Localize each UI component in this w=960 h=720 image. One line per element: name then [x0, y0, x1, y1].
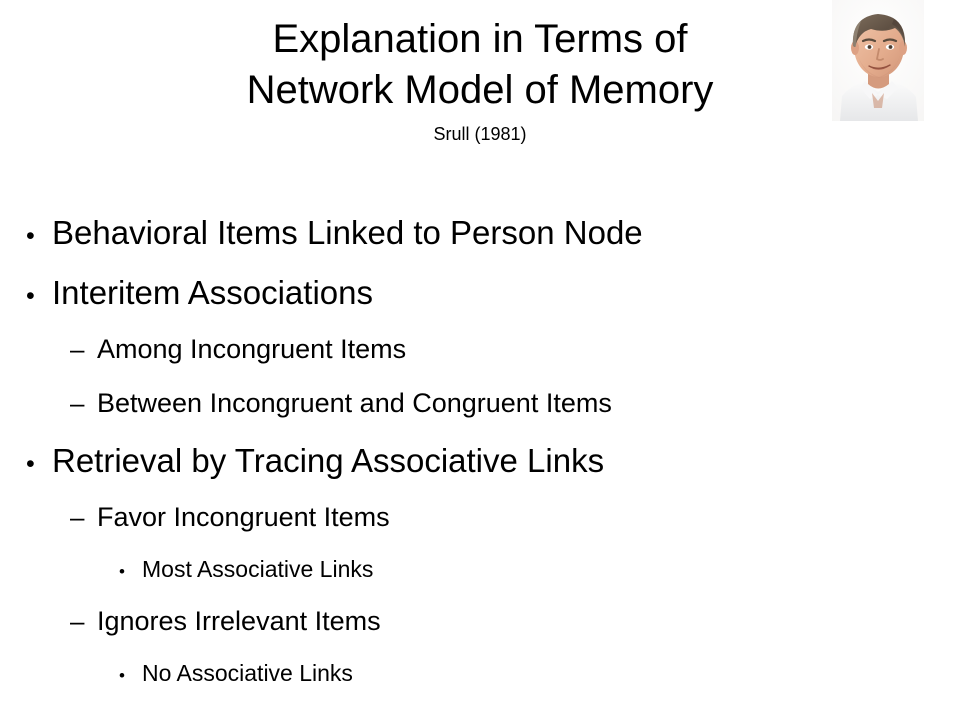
- list-item-label: Ignores Irrelevant Items: [97, 606, 381, 636]
- list-item: • Behavioral Items Linked to Person Node: [0, 213, 930, 273]
- list-item-label: Most Associative Links: [142, 556, 374, 582]
- list-item: – Among Incongruent Items: [0, 333, 930, 387]
- speaker-headshot-photo: [832, 0, 924, 121]
- disc-bullet-icon: •: [26, 282, 35, 310]
- disc-bullet-icon: •: [26, 222, 35, 250]
- list-item-label: No Associative Links: [142, 660, 353, 686]
- en-dash-bullet-icon: –: [70, 388, 85, 418]
- list-item-label: Retrieval by Tracing Associative Links: [52, 442, 605, 479]
- en-dash-bullet-icon: –: [70, 606, 85, 636]
- list-item: – Ignores Irrelevant Items: [0, 605, 930, 659]
- disc-bullet-icon: •: [26, 450, 35, 478]
- headshot-illustration: [832, 0, 924, 121]
- list-item: • Most Associative Links: [0, 555, 930, 605]
- list-item-label: Between Incongruent and Congruent Items: [97, 388, 612, 418]
- slide-title-block: Explanation in Terms of Network Model of…: [0, 14, 960, 146]
- list-item-label: Favor Incongruent Items: [97, 502, 390, 532]
- title-line-1: Explanation in Terms of: [272, 17, 688, 61]
- list-item-label: Among Incongruent Items: [97, 334, 407, 364]
- title-citation: Srull (1981): [433, 124, 527, 144]
- list-item: • No Associative Links: [0, 659, 930, 709]
- slide-bullet-list: • Behavioral Items Linked to Person Node…: [0, 213, 930, 709]
- list-item-label: Behavioral Items Linked to Person Node: [52, 214, 643, 251]
- list-item: – Favor Incongruent Items: [0, 501, 930, 555]
- en-dash-bullet-icon: –: [70, 502, 85, 532]
- en-dash-bullet-icon: –: [70, 334, 85, 364]
- small-disc-bullet-icon: •: [119, 666, 125, 685]
- small-disc-bullet-icon: •: [119, 562, 125, 581]
- list-item: – Between Incongruent and Congruent Item…: [0, 387, 930, 441]
- list-item: • Retrieval by Tracing Associative Links: [0, 441, 930, 501]
- title-line-2: Network Model of Memory: [246, 68, 714, 112]
- list-item-label: Interitem Associations: [52, 274, 373, 311]
- list-item: • Interitem Associations: [0, 273, 930, 333]
